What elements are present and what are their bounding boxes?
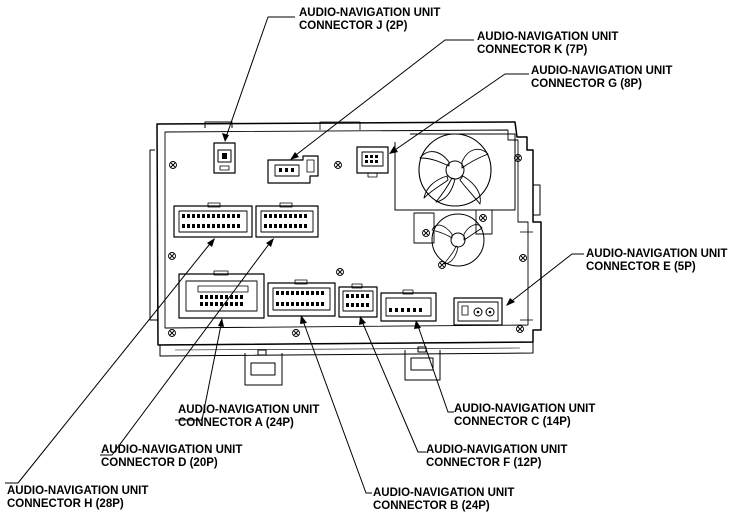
connector-k (267, 155, 319, 184)
label-connector-h-line2: CONNECTOR H (28P) (7, 498, 124, 510)
connector-f (338, 283, 378, 318)
label-connector-f-line1: AUDIO-NAVIGATION UNIT (426, 444, 568, 456)
label-connector-e-line1: AUDIO-NAVIGATION UNIT (586, 248, 728, 260)
label-connector-d-line1: AUDIO-NAVIGATION UNIT (101, 444, 243, 456)
connector-e (453, 297, 503, 326)
leader-lines (5, 16, 584, 494)
label-connector-k-line2: CONNECTOR K (7P) (477, 44, 588, 56)
label-connector-j-line1: AUDIO-NAVIGATION UNIT (299, 7, 441, 19)
label-connector-c: AUDIO-NAVIGATION UNIT CONNECTOR C (14P) (454, 403, 595, 429)
screw-heads (168, 154, 527, 337)
mounting-tabs (244, 346, 441, 386)
label-connector-c-line2: CONNECTOR C (14P) (454, 416, 571, 428)
label-connector-j-line2: CONNECTOR J (2P) (299, 20, 408, 32)
label-connector-a-line2: CONNECTOR A (24P) (178, 417, 294, 429)
label-connector-d-line2: CONNECTOR D (20P) (101, 457, 218, 469)
label-connector-g: AUDIO-NAVIGATION UNIT CONNECTOR G (8P) (531, 65, 672, 91)
label-connector-e-line2: CONNECTOR E (5P) (586, 261, 696, 273)
connector-b (267, 279, 336, 317)
label-connector-b-line1: AUDIO-NAVIGATION UNIT (373, 487, 515, 499)
connector-h (173, 202, 253, 238)
connector-g (356, 146, 389, 178)
cooling-fan (394, 133, 516, 267)
label-connector-b-line2: CONNECTOR B (24P) (373, 500, 490, 512)
label-connector-d: AUDIO-NAVIGATION UNIT CONNECTOR D (20P) (101, 444, 242, 470)
connector-c (380, 289, 437, 322)
label-connector-h: AUDIO-NAVIGATION UNIT CONNECTOR H (28P) (7, 485, 148, 511)
label-connector-a: AUDIO-NAVIGATION UNIT CONNECTOR A (24P) (178, 404, 319, 430)
unit-housing (149, 121, 542, 357)
label-connector-f-line2: CONNECTOR F (12P) (426, 457, 542, 469)
label-connector-j: AUDIO-NAVIGATION UNIT CONNECTOR J (2P) (299, 7, 440, 33)
label-connector-g-line1: AUDIO-NAVIGATION UNIT (531, 65, 673, 77)
connector-a (178, 270, 265, 319)
label-connector-g-line2: CONNECTOR G (8P) (531, 78, 642, 90)
label-connector-k: AUDIO-NAVIGATION UNIT CONNECTOR K (7P) (477, 31, 618, 57)
connector-j (213, 142, 236, 174)
label-connector-b: AUDIO-NAVIGATION UNIT CONNECTOR B (24P) (373, 487, 514, 513)
connector-d (255, 202, 319, 238)
label-connector-c-line1: AUDIO-NAVIGATION UNIT (454, 403, 596, 415)
label-connector-k-line1: AUDIO-NAVIGATION UNIT (477, 31, 619, 43)
label-connector-e: AUDIO-NAVIGATION UNIT CONNECTOR E (5P) (586, 248, 727, 274)
label-connector-h-line1: AUDIO-NAVIGATION UNIT (7, 485, 149, 497)
label-connector-a-line1: AUDIO-NAVIGATION UNIT (178, 404, 320, 416)
label-connector-f: AUDIO-NAVIGATION UNIT CONNECTOR F (12P) (426, 444, 567, 470)
